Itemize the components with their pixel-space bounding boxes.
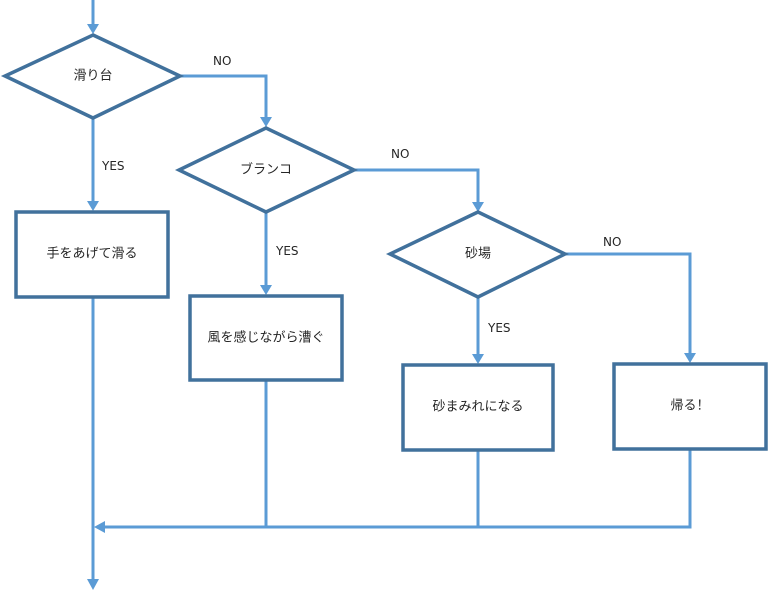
exit-arrowhead [87,579,99,590]
action-go-home: 帰る！ [612,362,768,451]
decision-slide: 滑り台 [0,33,185,120]
action-sandbox: 砂まみれになる [401,363,555,452]
action-sandbox-label: 砂まみれになる [432,400,523,415]
decision-swing-diamond [174,126,359,214]
arrowheads [87,24,696,590]
slide-no-connector [180,74,268,118]
sandbox-no-connector [565,252,692,354]
swing-no-label: NO [391,147,409,161]
action-swing: 風を感じながら漕ぐ [188,294,344,382]
swing-yes-label: YES [275,244,299,258]
decision-swing: ブランコ [174,126,359,214]
sandbox-yes-arrowhead [472,354,484,364]
action-go-home-label: 帰る！ [670,398,709,414]
slide-yes-label: YES [101,159,125,173]
sandbox-no-arrowhead [684,353,696,363]
merge-arrowhead [94,521,105,533]
decision-sandbox-label: 砂場 [465,247,491,262]
swing-no-connector [354,168,480,203]
action-sandbox-box [401,363,555,452]
action-swing-box [188,294,344,382]
edge-labels: YES NO YES NO YES NO [101,54,621,335]
connectors [91,0,692,580]
slide-yes-arrowhead [87,201,99,211]
sandbox-yes-label: YES [487,321,511,335]
decision-sandbox: 砂場 [385,210,569,299]
decision-sandbox-diamond [385,210,569,299]
action-slide-box [14,210,170,299]
entry-arrowhead [87,24,99,34]
action-swing-label: 風を感じながら漕ぐ [207,330,324,346]
swing-no-arrowhead [472,202,484,212]
go-home-exit-connector [104,449,692,529]
action-slide-label: 手をあげて滑る [46,247,137,262]
action-slide: 手をあげて滑る [14,210,170,299]
action-go-home-box [612,362,768,451]
slide-no-label: NO [213,54,231,68]
slide-no-arrowhead [260,117,272,127]
sandbox-no-label: NO [603,235,621,249]
decision-slide-diamond [0,33,185,120]
decision-slide-label: 滑り台 [73,69,112,84]
swing-yes-arrowhead [260,285,272,295]
decision-swing-label: ブランコ [240,162,292,178]
